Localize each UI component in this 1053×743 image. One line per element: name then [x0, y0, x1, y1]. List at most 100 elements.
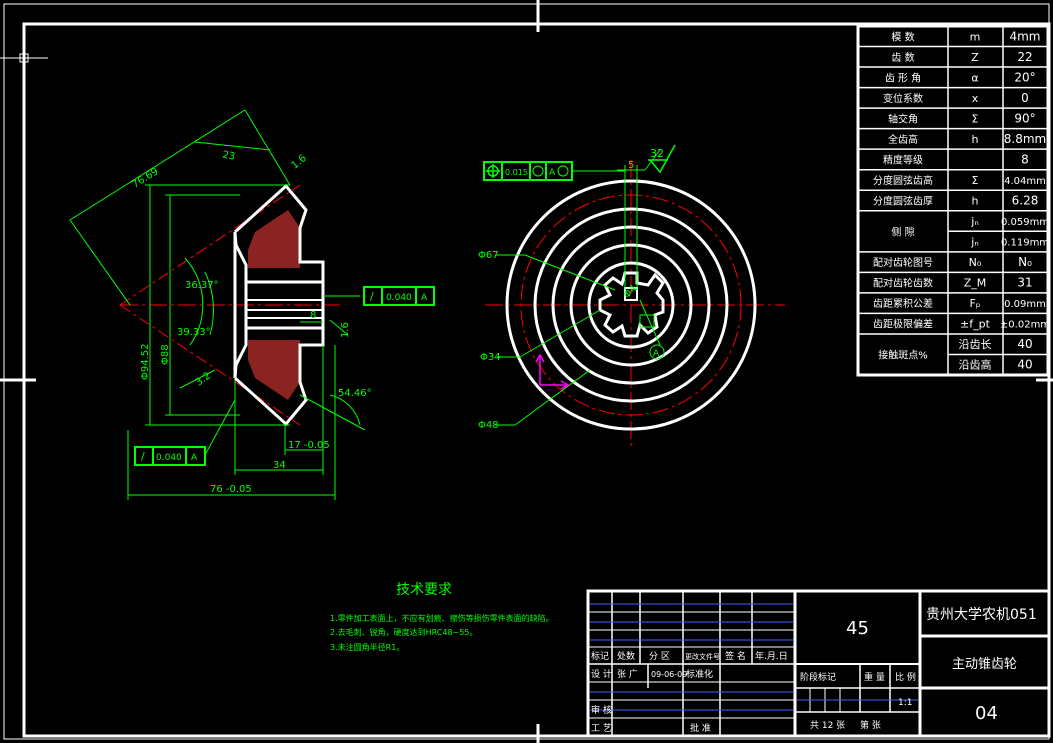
hub-length-label: 34 [273, 460, 286, 471]
side-view-dim-text: 76.69 23 36.37° 39.33° Φ94.52 Φ88 54.46°… [130, 150, 371, 495]
roughness-symbol-main [648, 144, 676, 174]
tech-item-3: 3.未注圆角半径R1。 [330, 642, 404, 652]
param-symbol: h [972, 195, 979, 208]
tb-design-date: 09-06-09 [651, 670, 687, 679]
tb-scale: 比 例 [895, 671, 916, 683]
param-symbol: jₙ [970, 236, 978, 249]
param-symbol: Σ [972, 174, 979, 187]
param-symbol: α [971, 71, 978, 84]
param-value: 40 [1017, 358, 1032, 372]
param-name: 全齿高 [888, 133, 918, 146]
bore-diameter-label: Φ88 [160, 344, 171, 365]
param-name: 齿距累积公差 [873, 297, 933, 310]
tb-standard: 标准化 [686, 668, 713, 680]
overall-width-label: 76 -0.05 [210, 484, 252, 495]
key-width-label: 5 [628, 160, 634, 171]
param-symbol: 沿齿高 [959, 358, 992, 372]
d67-label: Φ67 [478, 250, 499, 261]
param-name: 接触斑点% [878, 348, 928, 361]
param-value: 0.059mm [1001, 217, 1049, 228]
face-width-label: 23 [222, 150, 236, 163]
side-view-dimensions [69, 109, 366, 500]
root-angle-label: 39.33° [177, 327, 211, 338]
param-symbol: jₙ [970, 215, 978, 228]
param-name: 齿距极限偏差 [873, 318, 933, 331]
param-value: 4.04mm [1004, 176, 1046, 187]
tech-item-1: 1.零件加工表面上，不应有划痕、擦伤等损伤零件表面的缺陷。 [330, 613, 554, 623]
tb-material: 45 [846, 618, 869, 639]
tol-bottom-value: 0.040 [156, 453, 182, 463]
back-angle-label: 54.46° [338, 388, 372, 399]
gear-side-view [119, 183, 340, 427]
tb-process: 工 艺 [591, 723, 612, 734]
param-symbol: x [972, 92, 979, 105]
tol-top-value: 0.015 [505, 168, 528, 177]
param-symbol: Fₚ [969, 297, 980, 310]
tb-design: 设 计 [591, 668, 612, 680]
param-name: 模 数 [891, 30, 914, 43]
tb-designer: 张 广 [617, 668, 638, 680]
title-block [586, 589, 1051, 738]
crosshair-cursor [0, 36, 48, 80]
param-name: 分度圆弦齿厚 [873, 195, 933, 208]
param-symbol: m [970, 30, 981, 43]
param-symbol: Σ [972, 112, 979, 125]
front-view-dimensions [495, 149, 661, 426]
param-value: 4mm [1009, 29, 1040, 43]
roughness-main-label: 32 [650, 147, 664, 160]
tolerance-frame-bottom: / 0.040 A [134, 446, 206, 466]
tol-top-datum: A [549, 168, 556, 178]
param-value: 8 [1021, 152, 1029, 166]
d34-label: Φ34 [480, 352, 501, 363]
param-symbol: Z [971, 51, 979, 64]
param-symbol: N₀ [969, 256, 982, 269]
param-name: 侧 隙 [891, 225, 914, 238]
tb-mark: 标记 [591, 650, 609, 662]
tb-doc: 更改文件号 [685, 652, 720, 661]
tb-weight: 重 量 [864, 671, 885, 683]
param-value: ±0.02mm [1000, 320, 1050, 331]
tolerance-frame-right: / 0.040 A [363, 286, 435, 306]
d48-label: Φ48 [478, 420, 499, 431]
tb-date: 年.月.日 [755, 650, 788, 662]
tol-right-symbol: / [370, 290, 374, 303]
param-value: 20° [1014, 70, 1035, 84]
param-name: 齿 形 角 [885, 72, 921, 84]
tb-sheets: 共 12 张 [810, 720, 845, 731]
param-value: 0.09mm [1004, 299, 1046, 310]
param-symbol: h [972, 133, 979, 146]
tb-scale-value: 1:1 [898, 698, 912, 708]
tb-school: 贵州大学农机051 [926, 607, 1037, 623]
param-value: 0.119mm [1001, 238, 1049, 249]
param-value: 6.28 [1012, 194, 1039, 208]
param-symbol: ±f_pt [960, 318, 991, 331]
param-name: 变位系数 [883, 92, 923, 105]
tolerance-frame-top: 0.015 A [483, 161, 625, 181]
tb-count: 处数 [617, 650, 635, 662]
param-value: N₀ [1018, 255, 1032, 269]
datum-a-marker: A [653, 349, 660, 359]
hub-dim-label: 17 -0.05 [288, 440, 330, 451]
tol-bottom-datum: A [191, 453, 198, 463]
tb-approve: 批 准 [690, 722, 711, 734]
tol-right-datum: A [421, 293, 428, 303]
param-name: 轴交角 [888, 112, 918, 125]
tb-part-name: 主动锥齿轮 [952, 657, 1017, 672]
param-value: 22 [1017, 50, 1032, 64]
title-block-text: 标记 处数 分 区 更改文件号 签 名 年.月.日 设 计 张 广 09-06-… [591, 607, 1037, 734]
param-name: 齿 数 [891, 51, 914, 64]
tb-review: 审 核 [591, 704, 612, 716]
gear-front-view: A [485, 160, 785, 450]
param-value: 40 [1017, 337, 1032, 351]
tip-diameter-label: Φ94.52 [140, 344, 151, 381]
tol-bottom-symbol: / [141, 450, 145, 463]
param-value: 8.8mm [1004, 132, 1046, 146]
tech-requirements: 技术要求 1.零件加工表面上，不应有划痕、擦伤等损伤零件表面的缺陷。 2.去毛刺… [330, 582, 554, 652]
ucs-axis-icon [535, 353, 570, 390]
param-name: 配对齿轮齿数 [873, 277, 933, 290]
param-symbol: Z_M [964, 277, 987, 290]
small-dim-label: 8 [310, 310, 316, 321]
tb-sign: 签 名 [725, 650, 746, 662]
tb-drawing-no: 04 [975, 703, 998, 724]
